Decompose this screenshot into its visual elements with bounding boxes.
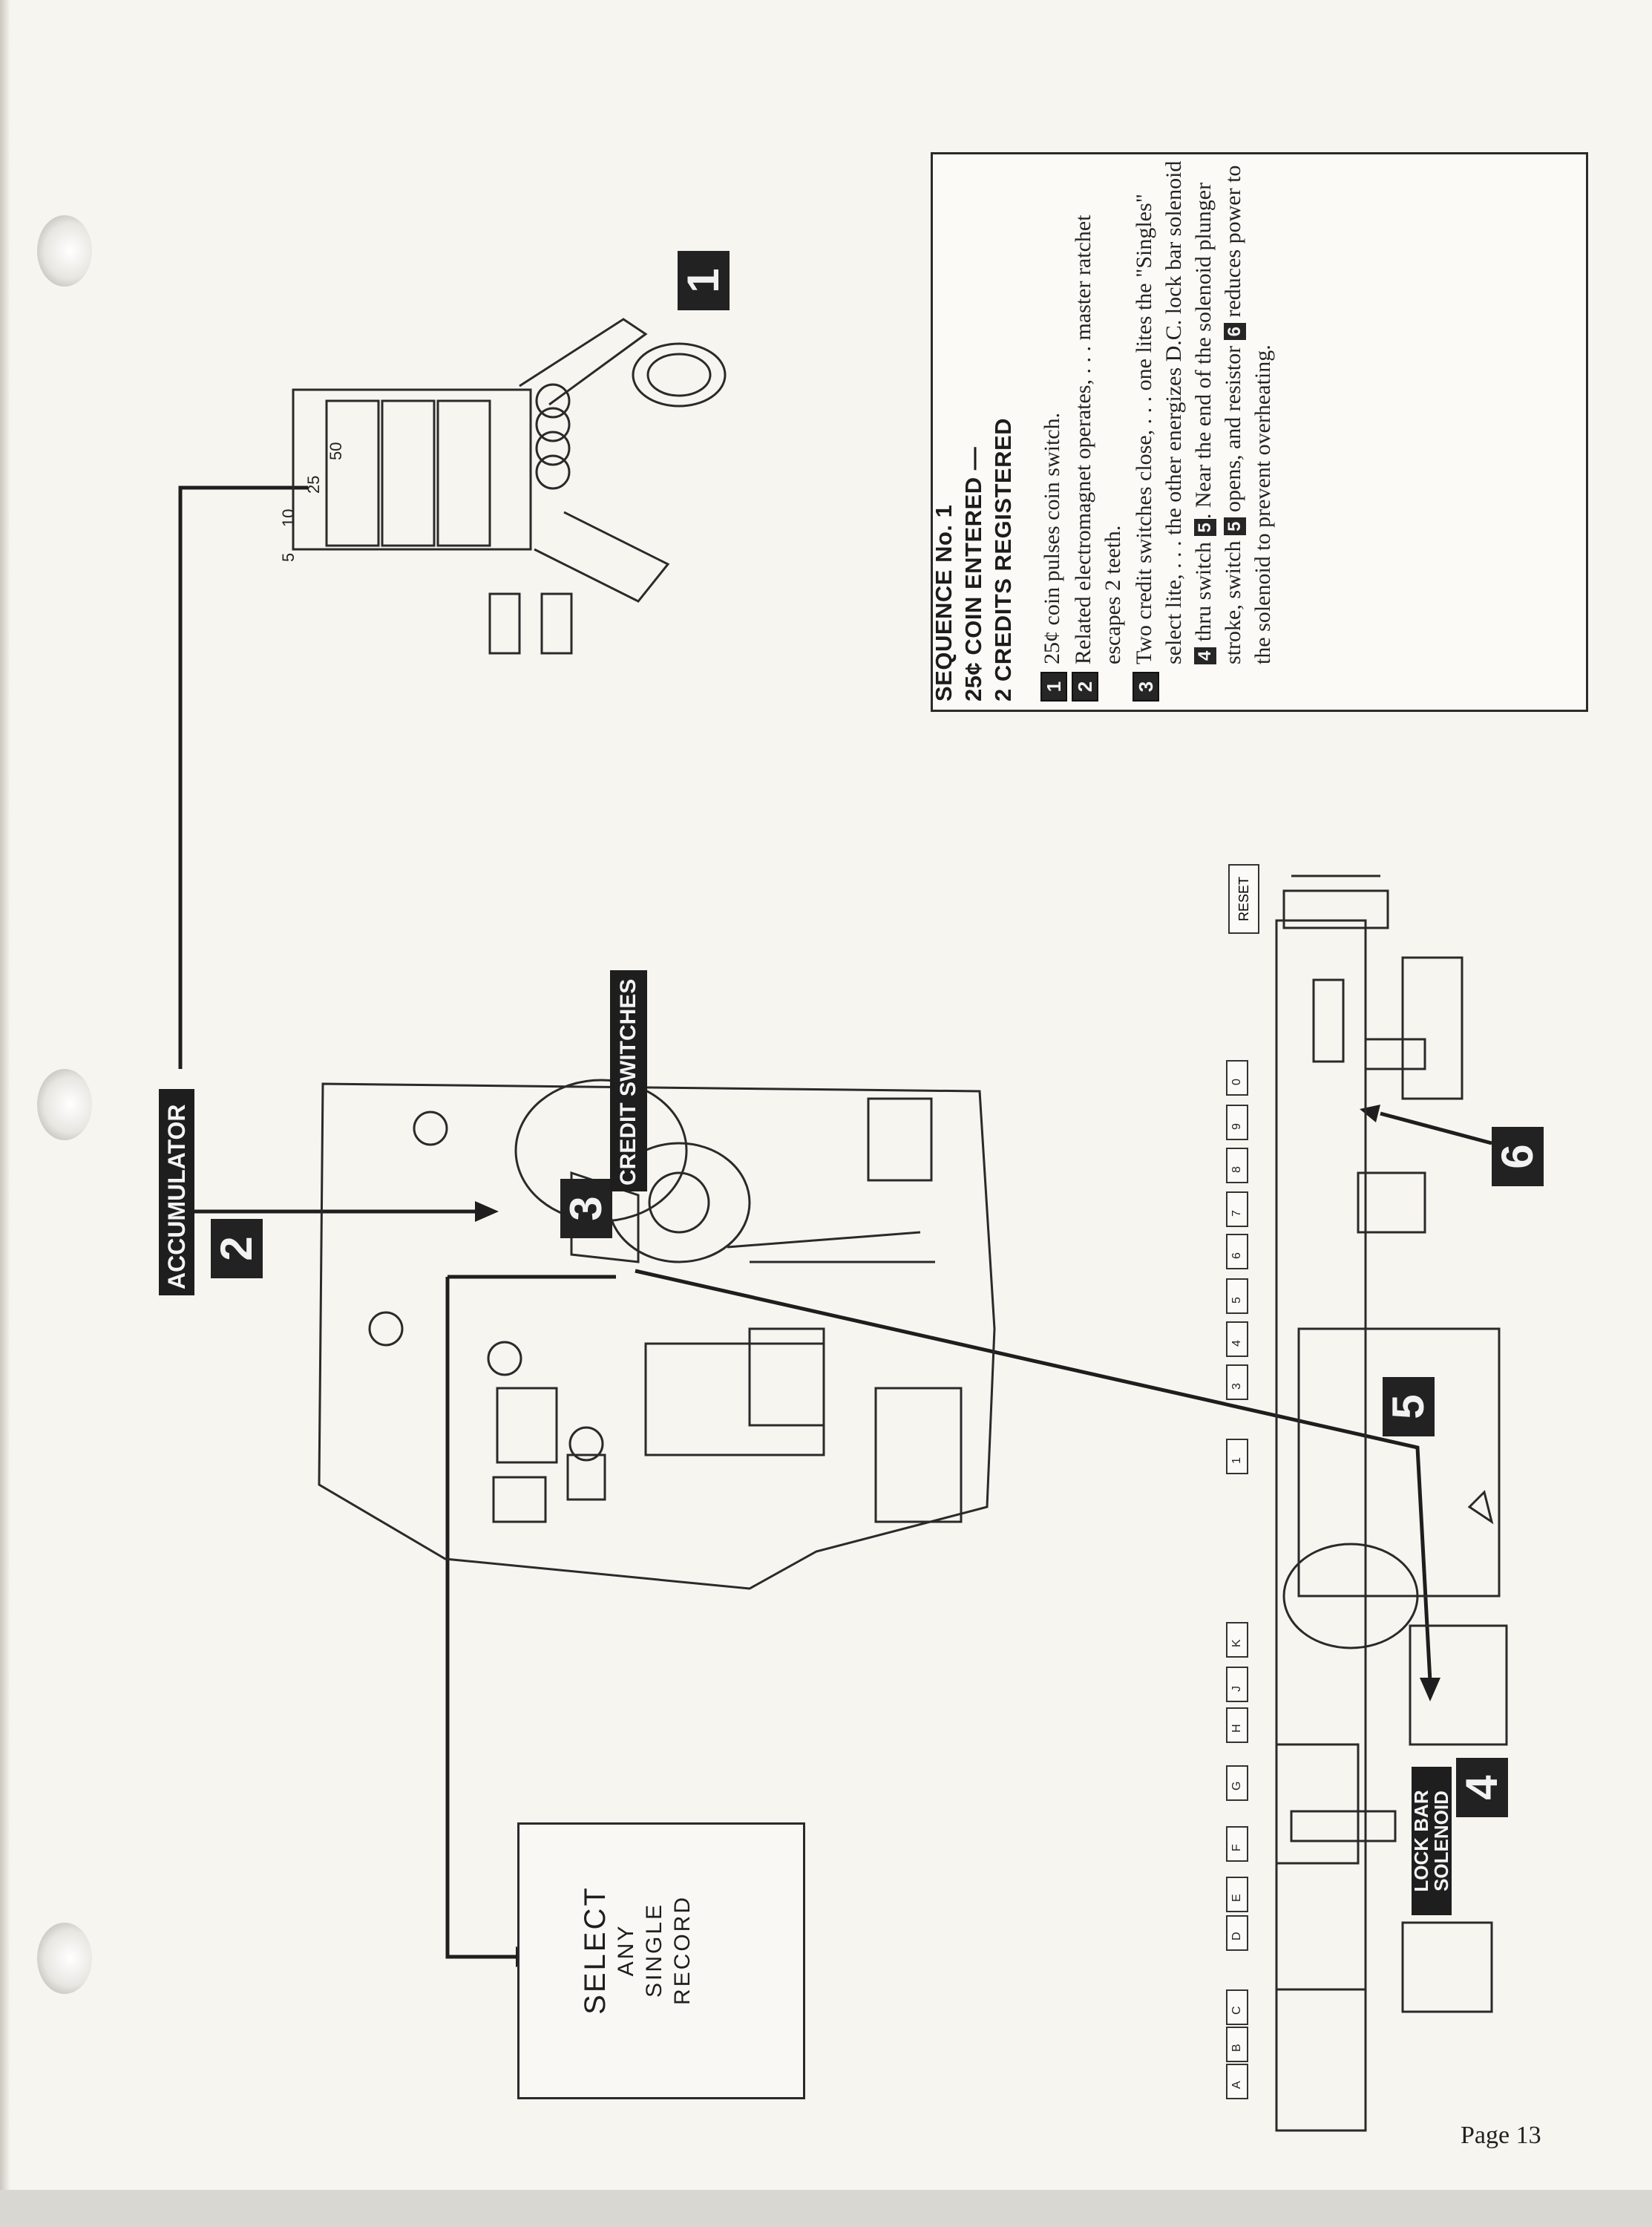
- inline-badge: 4: [1194, 647, 1216, 664]
- key-e[interactable]: E: [1226, 1877, 1248, 1912]
- key-b[interactable]: B: [1226, 2027, 1248, 2062]
- solenoid-connector-line: [635, 1269, 1432, 1682]
- key-8[interactable]: 8: [1226, 1148, 1248, 1183]
- binder-hole-middle: [37, 1069, 92, 1140]
- step-badge: 2: [1072, 672, 1098, 702]
- arrowhead-credit: [475, 1201, 499, 1222]
- sequence-step: 1 25¢ coin pulses coin switch.: [1038, 152, 1067, 702]
- key-h[interactable]: H: [1226, 1707, 1248, 1743]
- inline-badge: 5: [1194, 519, 1216, 537]
- lock-bar-solenoid-label: LOCK BAR SOLENOID: [1410, 1767, 1452, 1915]
- key-c[interactable]: C: [1226, 1989, 1248, 2025]
- sequence-step: 2 Related electromagnet operates, . . . …: [1069, 152, 1128, 702]
- accumulator-unit-sketch: [318, 1079, 996, 1590]
- step-text: 25¢ coin pulses coin switch.: [1040, 412, 1064, 664]
- coin-value-5: 5: [279, 552, 298, 562]
- callout-3: 3: [560, 1179, 612, 1238]
- credit-switches-label: CREDIT SWITCHES: [610, 970, 647, 1191]
- scan-bottom-strip: [0, 2190, 1652, 2227]
- callout-2: 2: [211, 1219, 263, 1278]
- arrowhead-solenoid: [1420, 1678, 1440, 1701]
- key-a[interactable]: A: [1226, 2064, 1248, 2099]
- step-badge: 3: [1133, 672, 1159, 702]
- key-d[interactable]: D: [1226, 1915, 1248, 1951]
- page-number: Page 13: [1461, 2122, 1541, 2149]
- callout-4: 4: [1456, 1758, 1508, 1817]
- page-edge-shadow: [0, 0, 10, 2190]
- arrowhead-resistor: [1360, 1105, 1380, 1122]
- sequence-content: SEQUENCE No. 1 25¢ COIN ENTERED — 2 CRED…: [929, 152, 1582, 702]
- sequence-steps: 1 25¢ coin pulses coin switch. 2 Related…: [1038, 152, 1278, 702]
- binder-hole-bottom: [37, 1923, 92, 1994]
- sequence-box: [931, 152, 1588, 712]
- select-connector-line: [445, 1277, 516, 1959]
- select-record-box: [517, 1822, 805, 2099]
- inline-badge: 6: [1224, 323, 1246, 341]
- key-5[interactable]: 5: [1226, 1278, 1248, 1314]
- keyboard-assembly-sketch: [1275, 874, 1508, 2132]
- inline-badge: 5: [1224, 517, 1246, 535]
- key-f[interactable]: F: [1226, 1826, 1248, 1862]
- key-9[interactable]: 9: [1226, 1105, 1248, 1140]
- key-4[interactable]: 4: [1226, 1321, 1248, 1357]
- key-0[interactable]: 0: [1226, 1060, 1248, 1096]
- step-text: Related electromagnet operates, . . . ma…: [1071, 215, 1125, 664]
- key-1[interactable]: 1: [1226, 1439, 1248, 1474]
- coin-value-50: 50: [327, 442, 345, 460]
- accumulator-connector-line: [178, 485, 308, 1069]
- sequence-step: 3 Two credit switches close, . . . one l…: [1130, 152, 1278, 702]
- callout-1: 1: [678, 251, 730, 310]
- step-text: Two credit switches close, . . . one lit…: [1132, 160, 1275, 664]
- select-record-text: SELECT ANY SINGLE RECORD: [579, 1886, 695, 2015]
- step-badge: 1: [1040, 672, 1067, 702]
- key-3[interactable]: 3: [1226, 1364, 1248, 1400]
- reset-button[interactable]: RESET: [1228, 864, 1259, 934]
- key-k[interactable]: K: [1226, 1622, 1248, 1658]
- coin-value-10: 10: [279, 508, 298, 527]
- key-g[interactable]: G: [1226, 1765, 1248, 1801]
- callout-6: 6: [1492, 1127, 1544, 1186]
- binder-hole-top: [37, 215, 92, 287]
- key-7[interactable]: 7: [1226, 1191, 1248, 1227]
- callout-5: 5: [1383, 1377, 1435, 1436]
- sequence-title: SEQUENCE No. 1 25¢ COIN ENTERED — 2 CRED…: [931, 417, 1016, 702]
- key-6[interactable]: 6: [1226, 1234, 1248, 1269]
- key-j[interactable]: J: [1226, 1667, 1248, 1702]
- coin-switch-sketch: [292, 318, 727, 655]
- coin-value-25: 25: [304, 475, 323, 494]
- accumulator-label: ACCUMULATOR: [159, 1089, 194, 1295]
